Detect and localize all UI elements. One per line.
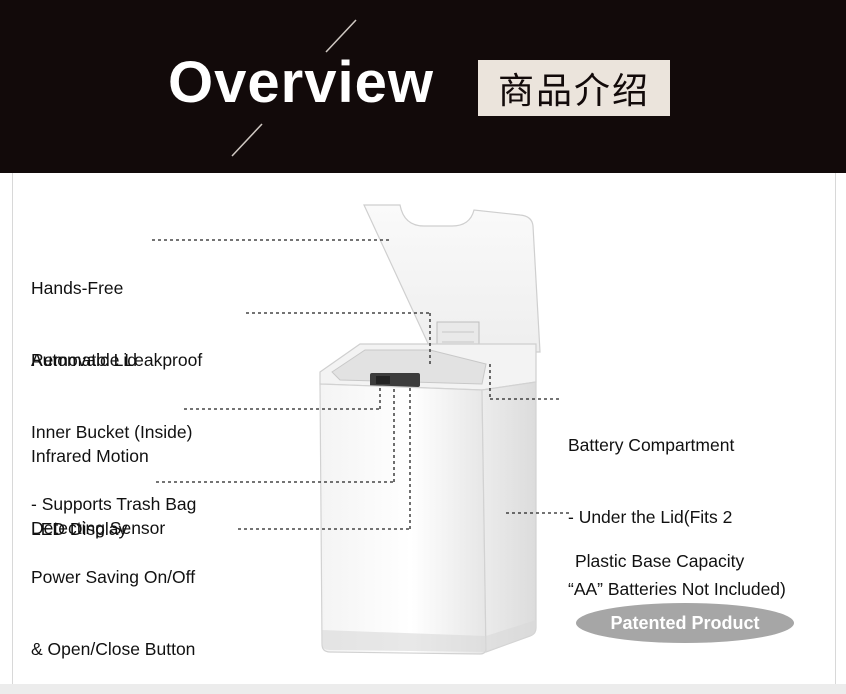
patented-product-badge: Patented Product [576, 603, 794, 643]
callout-battery-compartment: Battery Compartment - Under the Lid(Fits… [568, 435, 786, 599]
page-title: Overview [168, 50, 434, 115]
slash-decoration-top [325, 19, 357, 53]
chinese-subtitle-badge: 商品介绍 [478, 60, 670, 116]
header-banner: Overview 商品介绍 [0, 0, 846, 173]
base-band [322, 620, 536, 652]
side-body [481, 381, 537, 653]
callout-automatic-lid: Hands-Free Automatic Lid [31, 278, 138, 370]
callout-led-display: LED Display [31, 519, 128, 539]
callout-power-button: Power Saving On/Off & Open/Close Button [31, 567, 196, 659]
lid-panel [363, 204, 541, 353]
bottom-strip [0, 684, 846, 694]
callout-base-capacity: Plastic Base Capacity [575, 551, 745, 571]
callout-motion-sensor: Infrared Motion Detecting Sensor [31, 446, 166, 538]
leader-lines [152, 239, 570, 530]
callout-inner-bucket: Removable Leakproof Inner Bucket (Inside… [31, 350, 203, 514]
front-body [319, 383, 487, 655]
slash-decoration-bottom [231, 123, 263, 157]
